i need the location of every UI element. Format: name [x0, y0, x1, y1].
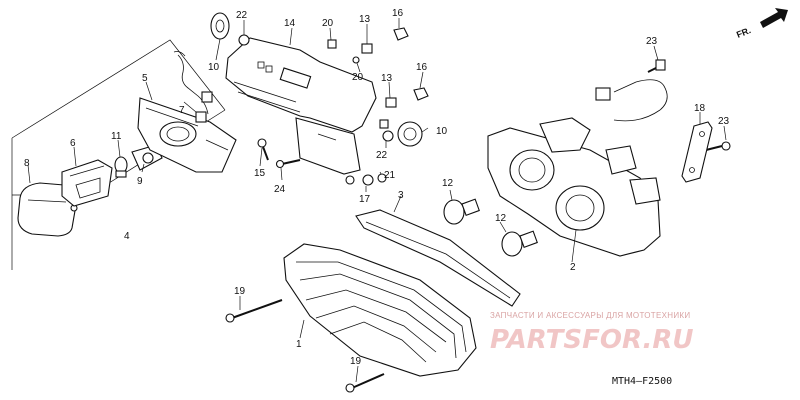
- callout-4: 4: [124, 231, 130, 242]
- part-18-stay: [681, 121, 713, 183]
- callout-8: 8: [24, 158, 30, 169]
- watermark: ЗАПЧАСТИ И АКСЕССУАРЫ ДЛЯ МОТОТЕХНИКИ PA…: [490, 311, 693, 355]
- drawing-code: MTH4–F2500: [612, 376, 672, 387]
- callout-16-lower: 16: [416, 62, 428, 73]
- watermark-tagline: ЗАПЧАСТИ И АКСЕССУАРЫ ДЛЯ МОТОТЕХНИКИ: [490, 311, 690, 320]
- part-12-bulbs: [443, 198, 538, 257]
- callout-14: 14: [284, 18, 296, 29]
- callout-19-lower: 19: [350, 356, 362, 367]
- callout-22-upper: 22: [236, 10, 248, 21]
- part-11-bulb: [114, 156, 128, 178]
- callout-7: 7: [179, 105, 185, 116]
- callout-23-upper: 23: [646, 36, 658, 47]
- callout-13-upper: 13: [359, 14, 371, 25]
- callout-17: 17: [359, 194, 371, 205]
- callout-10-left: 10: [208, 62, 220, 73]
- callout-6: 6: [70, 138, 76, 149]
- callout-18: 18: [694, 103, 706, 114]
- callout-19-upper: 19: [234, 286, 246, 297]
- callout-1: 1: [296, 339, 302, 350]
- callout-15: 15: [254, 168, 266, 179]
- part-14-license-bracket: [225, 37, 377, 175]
- callout-12-upper: 12: [442, 178, 454, 189]
- leader-lines: [27, 18, 727, 383]
- part-3-strip: [355, 209, 521, 307]
- part-1-tail-lens: [225, 243, 477, 393]
- callout-2: 2: [570, 262, 576, 273]
- callout-13-lower: 13: [381, 73, 393, 84]
- direction-label: FR.: [735, 25, 752, 40]
- callout-24: 24: [274, 184, 286, 195]
- part-7-harness: [173, 51, 213, 123]
- callout-12-lower: 12: [495, 213, 507, 224]
- callout-labels: 1 2 3 4 5 6 7 8 9 10 10 11 12 12 13 13 1…: [24, 8, 730, 367]
- callout-9: 9: [137, 176, 143, 187]
- callout-20-upper: 20: [322, 18, 334, 29]
- callout-22-lower: 22: [376, 150, 388, 161]
- hardware: [238, 27, 731, 186]
- callout-10-right: 10: [436, 126, 448, 137]
- part-2-taillight-housing: [487, 79, 668, 257]
- callout-11: 11: [111, 131, 122, 142]
- callout-16-upper: 16: [392, 8, 404, 19]
- part-10-grommets: [210, 12, 423, 147]
- arrow-icon: [760, 8, 788, 28]
- callout-5: 5: [142, 73, 148, 84]
- callout-23-lower: 23: [718, 116, 730, 127]
- callout-21: 21: [384, 170, 396, 181]
- callout-20-lower: 20: [352, 72, 364, 83]
- part-5-base-plate: [137, 97, 237, 173]
- watermark-brand: PARTSFOR.RU: [490, 325, 693, 355]
- front-direction-arrow: FR.: [735, 8, 788, 40]
- part-6-lamp-case: [61, 159, 113, 207]
- callout-3: 3: [398, 190, 404, 201]
